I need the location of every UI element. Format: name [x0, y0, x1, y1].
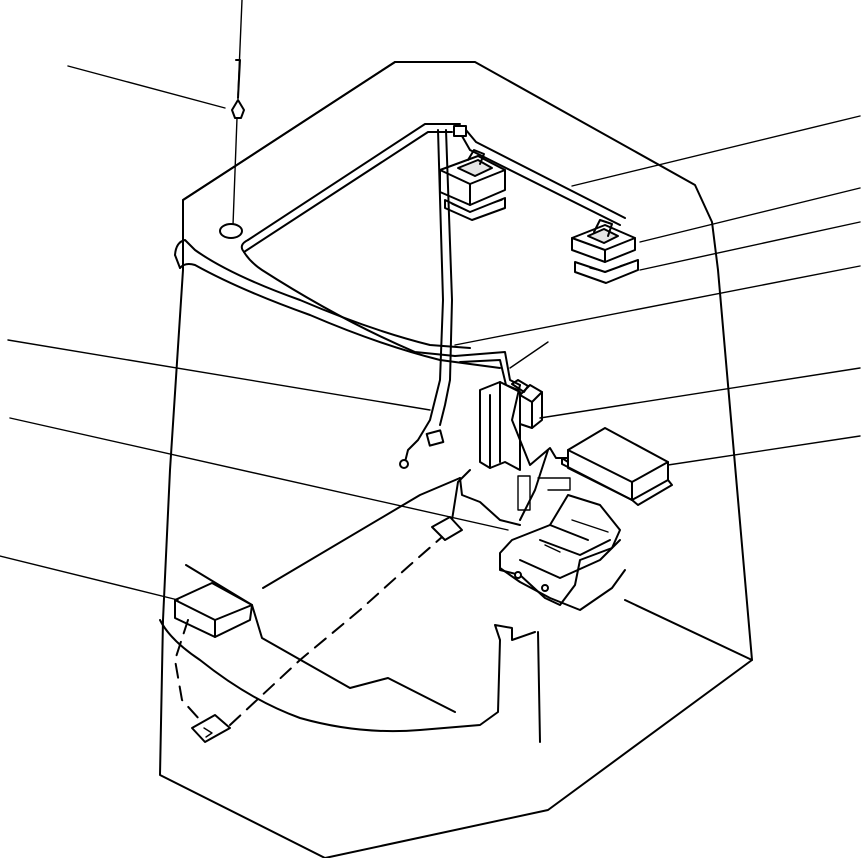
leader-9	[667, 435, 861, 466]
speaker-left	[439, 149, 506, 221]
pillar-wiring-harness	[399, 129, 453, 469]
leader-11	[509, 341, 549, 369]
leader-lines	[0, 65, 861, 601]
leader-4	[639, 221, 861, 271]
cab-body	[159, 61, 753, 858]
console-unit	[174, 582, 253, 638]
floor-connector	[191, 714, 231, 743]
leader-3	[639, 187, 861, 243]
floor-harness	[451, 384, 571, 526]
relay-box	[479, 379, 543, 471]
leader-2	[571, 115, 861, 187]
leader-5	[454, 265, 861, 346]
antenna	[219, 0, 245, 239]
leader-10	[0, 555, 179, 601]
leader-7	[539, 367, 861, 419]
floor-bracket	[431, 516, 463, 541]
dashed-harness	[174, 536, 443, 726]
harness-branch	[454, 351, 521, 391]
leader-6	[7, 339, 431, 411]
leader-8	[9, 417, 509, 531]
cab-roof-panel	[174, 239, 501, 369]
roof-wiring-harness	[240, 123, 626, 357]
speaker-right	[571, 219, 639, 284]
leader-1	[67, 65, 226, 109]
controller-unit	[561, 427, 673, 506]
seat-frame	[499, 494, 626, 611]
